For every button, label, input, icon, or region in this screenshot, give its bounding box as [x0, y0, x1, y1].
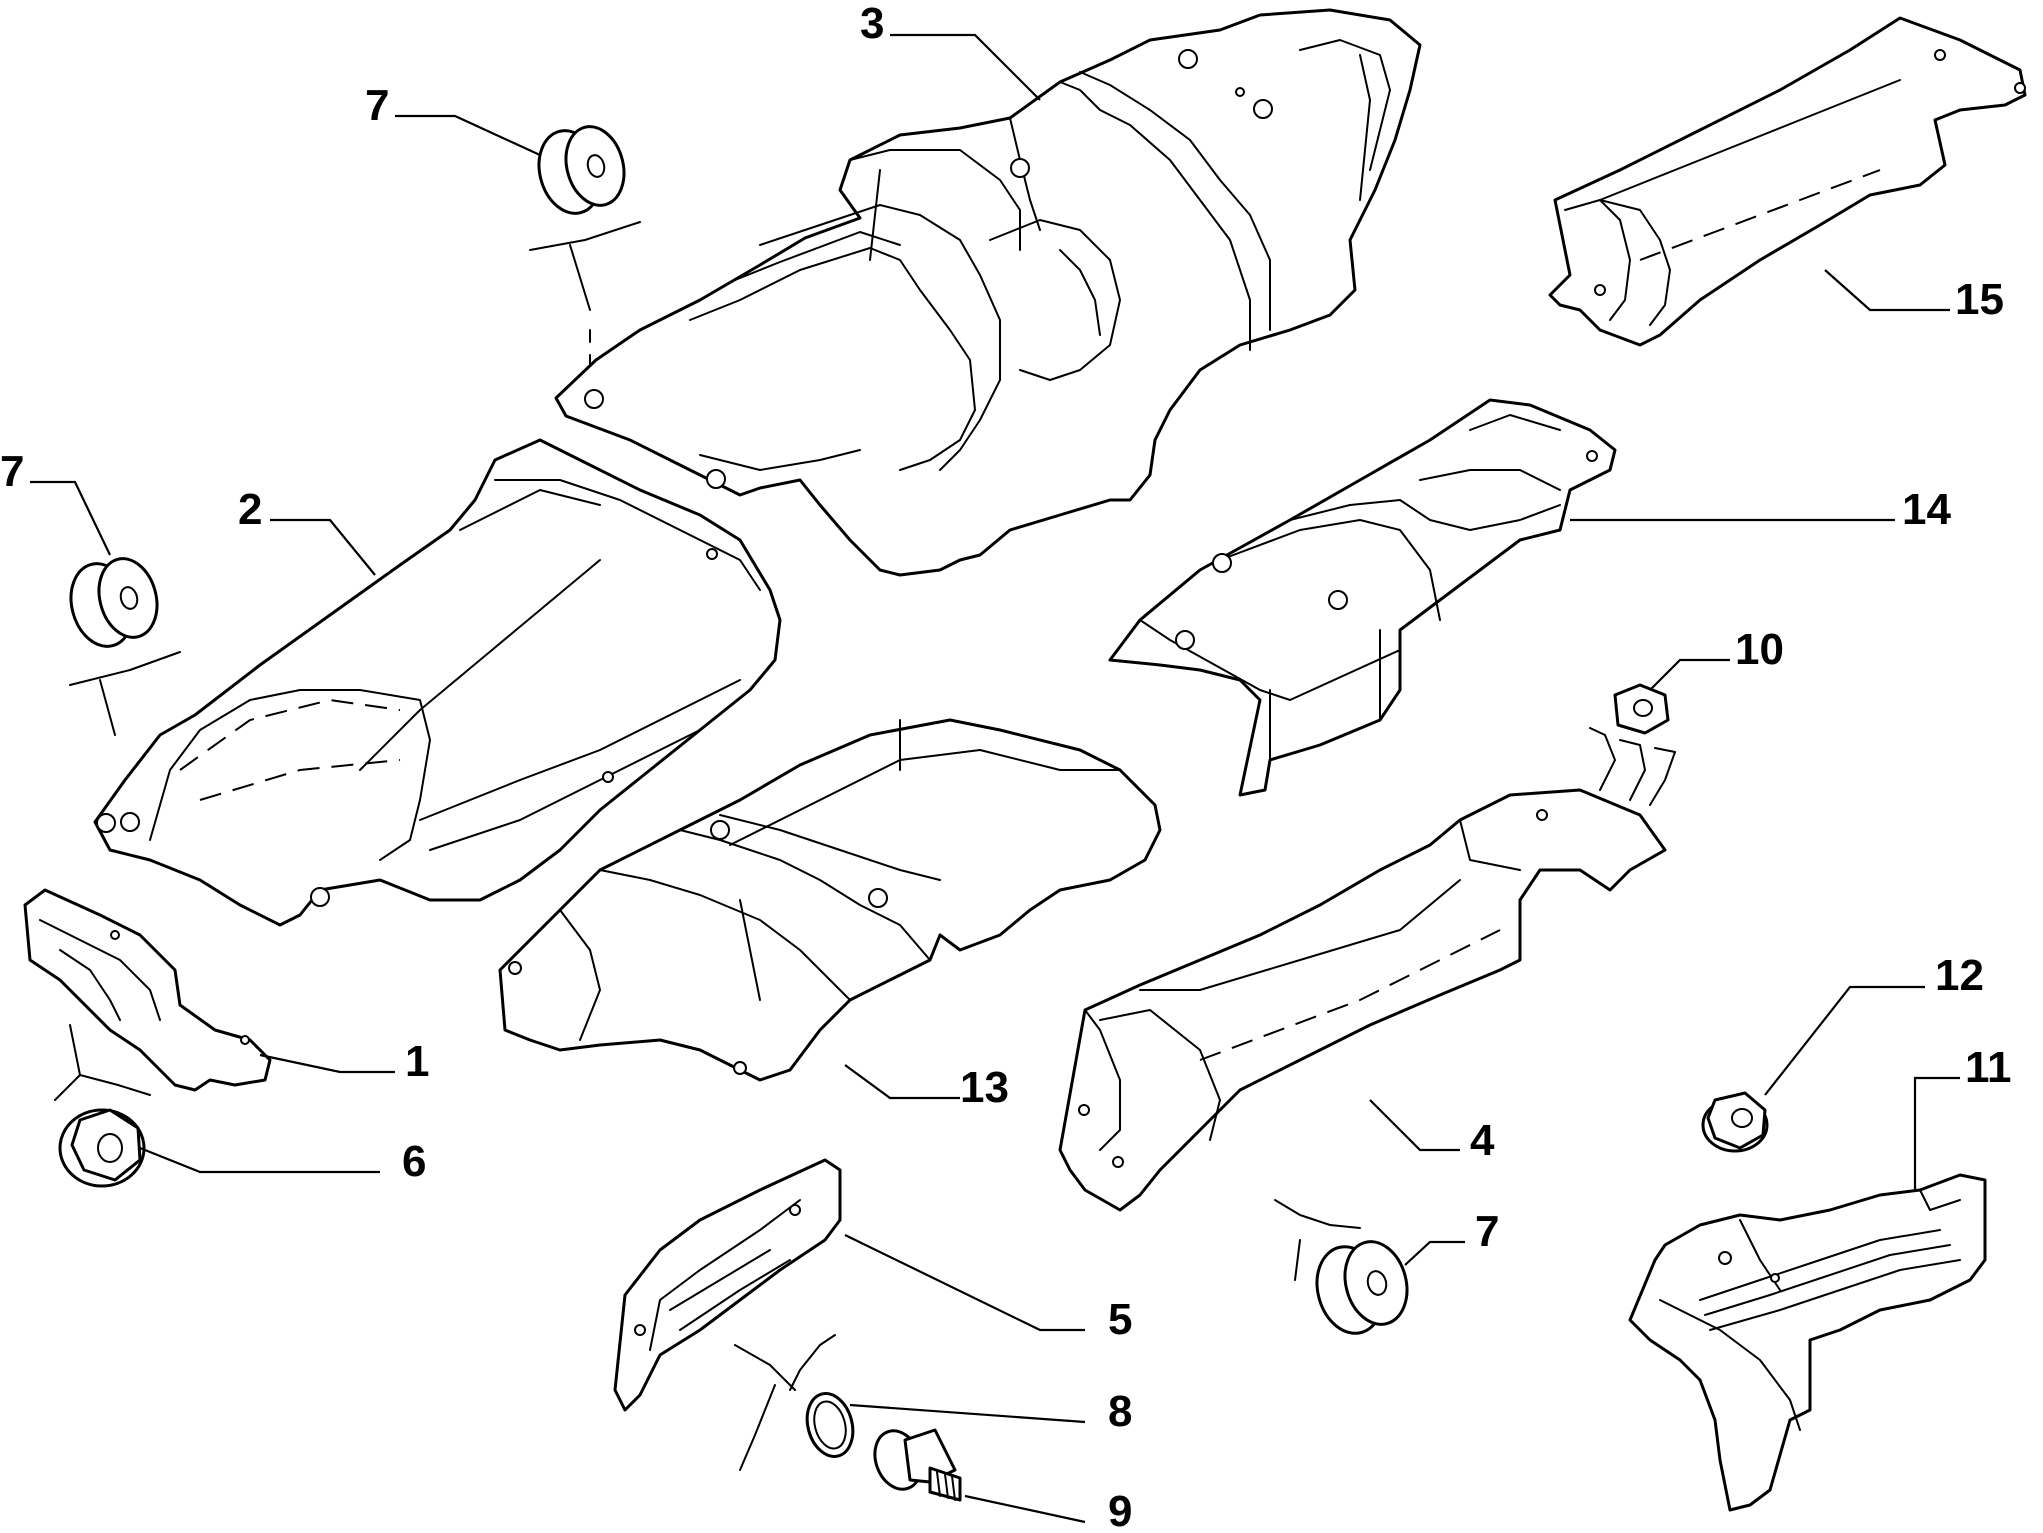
callout-12: 12: [1935, 951, 1984, 1000]
callout-10: 10: [1735, 625, 1784, 674]
callout-13: 13: [960, 1063, 1009, 1112]
callout-5: 5: [1108, 1295, 1132, 1344]
callout-6: 6: [402, 1137, 426, 1186]
part-7-washer-left: [69, 557, 181, 736]
callout-15: 15: [1955, 275, 2004, 324]
part-10-hex-nut: [1589, 683, 1676, 806]
callout-11: 11: [1965, 1043, 2012, 1092]
part-8-gasket-ring: [734, 1334, 855, 1471]
callout-4: 4: [1470, 1116, 1495, 1165]
callout-14: 14: [1902, 485, 1951, 534]
part-5-bracket: [613, 1158, 842, 1412]
callout-9: 9: [1108, 1487, 1132, 1533]
part-7-washer-upper: [529, 125, 641, 366]
part-9-bolt: [873, 1428, 962, 1502]
callout-7-lower: 7: [1475, 1207, 1499, 1256]
part-3-rear-heat-shield: [554, 8, 1422, 577]
part-4-heat-shield: [1058, 788, 1667, 1212]
part-1-bracket-shield: [23, 888, 272, 1092]
part-7-washer-lower: [1274, 1199, 1409, 1335]
callout-7-left: 7: [0, 447, 24, 496]
callout-1: 1: [405, 1037, 429, 1086]
part-15-heat-shield: [1548, 16, 2027, 347]
callout-2: 2: [238, 485, 262, 534]
part-12-flange-nut: [1701, 1091, 1769, 1153]
callout-7-upper: 7: [365, 81, 389, 130]
part-14-heat-shield: [1108, 398, 1617, 797]
part-6-flange-nut: [54, 1024, 151, 1188]
callout-8: 8: [1108, 1387, 1132, 1436]
part-2-central-heat-shield: [93, 438, 782, 927]
callout-3: 3: [860, 0, 884, 48]
part-13-heat-shield: [498, 718, 1162, 1082]
part-11-heat-shield: [1628, 1173, 1987, 1512]
